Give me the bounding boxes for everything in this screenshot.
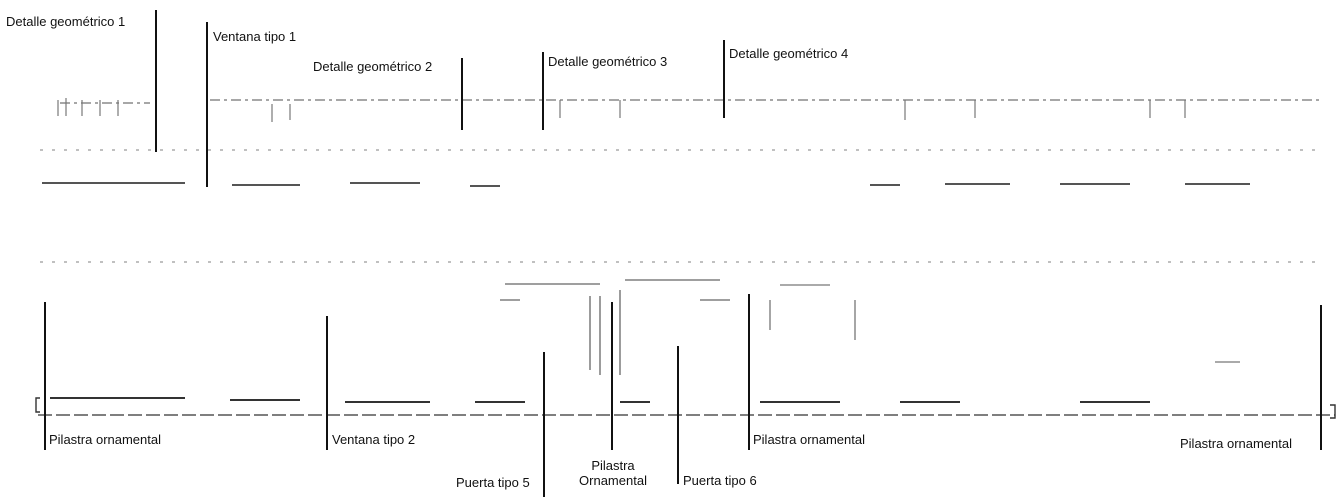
upper-cornice: [60, 99, 1320, 104]
leader-detalle-1: [155, 10, 157, 152]
leader-pilastra-right: [1320, 305, 1322, 450]
label-detalle-geometrico-4: Detalle geométrico 4: [729, 46, 849, 61]
label-puerta-tipo-6: Puerta tipo 6: [683, 473, 757, 488]
label-ventana-tipo-1: Ventana tipo 1: [213, 29, 297, 44]
label-pilastra-center-line-2: Ornamental: [579, 473, 647, 488]
leader-pilastra-center: [611, 302, 613, 450]
leader-pilastra-mid-right: [748, 294, 750, 450]
label-detalle-geometrico-3: Detalle geométrico 3: [548, 54, 668, 69]
label-pilastra-ornamental-left: Pilastra ornamental: [49, 432, 161, 447]
label-pilastra-ornamental-center: Pilastra Ornamental: [578, 458, 648, 488]
upper-band: [40, 149, 1320, 263]
leader-detalle-4: [723, 40, 725, 118]
leader-puerta-6: [677, 346, 679, 484]
leader-pilastra-left: [44, 302, 46, 450]
edge-marks: [35, 397, 1336, 419]
leader-detalle-3: [542, 52, 544, 130]
leader-ventana-1: [206, 22, 208, 187]
short-vertical-marks: [57, 98, 1186, 122]
label-pilastra-ornamental-mid-right: Pilastra ornamental: [753, 432, 865, 447]
window-sills: [42, 182, 1250, 187]
leader-detalle-2: [461, 58, 463, 130]
leader-ventana-2: [326, 316, 328, 450]
central-door-detail: [500, 279, 730, 375]
label-detalle-geometrico-1: Detalle geométrico 1: [6, 14, 126, 29]
label-ventana-tipo-2: Ventana tipo 2: [332, 432, 416, 447]
label-pilastra-ornamental-right: Pilastra ornamental: [1180, 436, 1292, 451]
label-pilastra-center-line-1: Pilastra: [591, 458, 635, 473]
right-side-detail: [769, 284, 1240, 363]
base-plinth: [50, 397, 1150, 403]
label-puerta-tipo-5: Puerta tipo 5: [456, 475, 530, 490]
label-detalle-geometrico-2: Detalle geométrico 2: [313, 59, 433, 74]
leader-puerta-5: [543, 352, 545, 497]
